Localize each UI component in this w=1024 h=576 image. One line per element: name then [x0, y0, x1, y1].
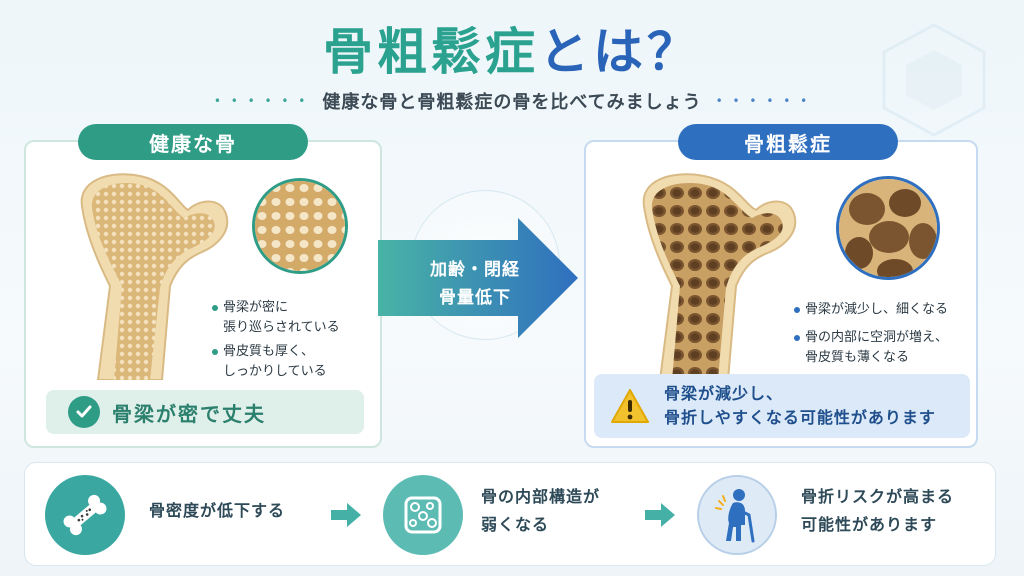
healthy-bone-zoom-circle [252, 178, 348, 274]
healthy-bullet-1: 骨梁が密に 張り巡らされている [212, 298, 340, 338]
healthy-bullet-2-line-1: 骨皮質も厚く、 [223, 344, 315, 359]
osteoporotic-bone-illustration [642, 173, 797, 380]
arrow-label: 加齢・閉経 骨量低下 [400, 256, 550, 312]
osteoporotic-bone-zoom-circle [836, 176, 940, 280]
step-2-text: 骨の内部構造が 弱くなる [481, 483, 600, 539]
step-3-text: 骨折リスクが高まる 可能性があります [801, 483, 954, 539]
osteoporosis-warning-box: 骨梁が減少し、 骨折しやすくなる可能性があります [594, 374, 970, 438]
step-1-text: 骨密度が低下する [149, 497, 285, 525]
step-2-line-1: 骨の内部構造が [481, 487, 601, 506]
arrow-label-line-2: 骨量低下 [439, 288, 511, 308]
decorative-dots-left: • • • • • • [213, 94, 309, 108]
bullet-dot [212, 304, 218, 311]
healthy-bone-panel: 健康な骨 骨梁が密に 張り巡らされている 骨皮質も厚く、 しっかりしている [24, 124, 382, 448]
elderly-person-icon [697, 475, 777, 555]
osteoporosis-bullet-1-line-1: 骨梁が減少し、細くなる [805, 302, 949, 317]
bottom-steps-bar: 骨密度が低下する 骨の内部構造が 弱くなる 骨折リスクが高まる 可能性がありま [24, 462, 996, 566]
bone-structure-icon [383, 475, 463, 555]
healthy-bullet-2-line-2: しっかりしている [223, 364, 327, 379]
healthy-bullet-2: 骨皮質も厚く、 しっかりしている [212, 342, 327, 382]
healthy-bone-label: 健康な骨 [78, 124, 308, 160]
osteoporosis-label: 骨粗鬆症 [678, 124, 898, 160]
healthy-result-text: 骨梁が密で丈夫 [112, 401, 266, 426]
title-part-1: 骨粗鬆症 [323, 23, 539, 81]
step-2-line-2: 弱くなる [481, 515, 550, 534]
osteoporosis-bullet-2-line-2: 骨皮質も薄くなる [805, 350, 910, 365]
osteoporosis-panel: 骨粗鬆症 骨梁が減少し、細くなる 骨の内部に空洞が増え、 骨皮質も薄くなる [584, 124, 978, 448]
warning-icon [611, 389, 649, 423]
page-title: 骨粗鬆症とは？ [0, 12, 1024, 84]
step-arrow-icon [331, 503, 361, 527]
healthy-bullet-1-line-1: 骨梁が密に [223, 300, 289, 315]
step-3-line-2: 可能性があります [801, 515, 938, 534]
healthy-bullet-1-line-2: 張り巡らされている [223, 320, 340, 335]
decorative-dots-right: • • • • • • [715, 94, 811, 108]
osteoporosis-bullet-1: 骨梁が減少し、細くなる [794, 300, 948, 320]
step-3-line-1: 骨折リスクが高まる [801, 487, 955, 506]
background-hexagon-decoration [882, 23, 986, 137]
bullet-dot [794, 334, 800, 341]
bone-icon [45, 475, 125, 555]
bullet-dot [794, 306, 800, 313]
healthy-result-box: 骨梁が密で丈夫 [46, 390, 364, 434]
step-1-line-1: 骨密度が低下する [149, 501, 286, 520]
osteoporosis-bullet-2-line-1: 骨の内部に空洞が増え、 [805, 330, 949, 345]
step-arrow-icon [645, 503, 675, 527]
osteoporosis-bullet-2: 骨の内部に空洞が増え、 骨皮質も薄くなる [794, 328, 948, 368]
healthy-bone-illustration [80, 173, 229, 380]
bullet-dot [212, 348, 218, 355]
check-icon [68, 396, 100, 428]
warning-line-1: 骨梁が減少し、 [664, 384, 784, 403]
title-part-2: とは？ [539, 23, 701, 81]
warning-line-2: 骨折しやすくなる可能性があります [664, 408, 936, 427]
arrow-label-line-1: 加齢・閉経 [430, 260, 520, 280]
progression-arrow-icon [378, 218, 578, 338]
page-subtitle: 健康な骨と骨粗鬆症の骨を比べてみましょう [322, 92, 702, 113]
subtitle-row: • • • • • • 健康な骨と骨粗鬆症の骨を比べてみましょう • • • •… [0, 88, 1024, 114]
